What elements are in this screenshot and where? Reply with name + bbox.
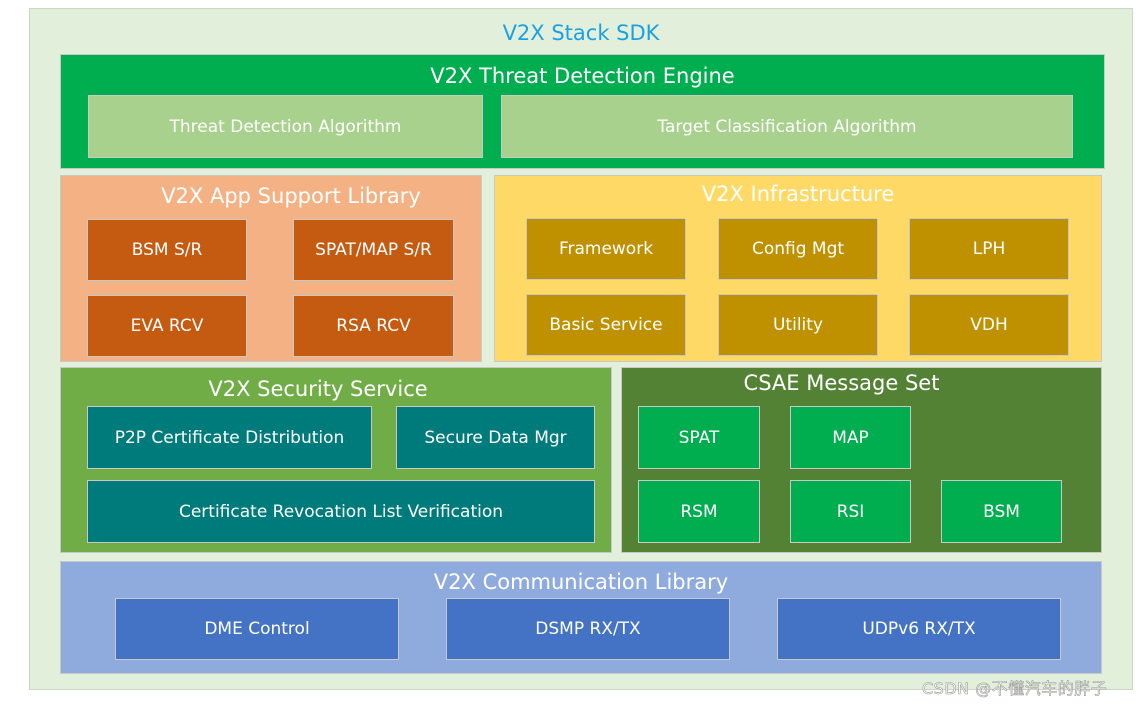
- threat-detection-algorithm-block: Threat Detection Algorithm: [88, 95, 483, 158]
- p2p-certificate-distribution-block: P2P Certificate Distribution: [87, 406, 372, 469]
- rsi-message-block: RSI: [790, 480, 911, 543]
- dsmp-rxtx-block: DSMP RX/TX: [446, 598, 730, 660]
- bsm-message-block: BSM: [941, 480, 1062, 543]
- dme-control-block: DME Control: [115, 598, 399, 660]
- infrastructure-title: V2X Infrastructure: [701, 182, 895, 206]
- framework-block: Framework: [526, 218, 686, 280]
- communication-library-title: V2X Communication Library: [433, 570, 729, 594]
- spat-map-sr-block: SPAT/MAP S/R: [293, 219, 454, 281]
- watermark: CSDN @不懂汽车的胖子: [922, 679, 1108, 699]
- security-service-title: V2X Security Service: [208, 377, 428, 401]
- rsm-message-block: RSM: [638, 480, 760, 543]
- app-support-library-title: V2X App Support Library: [161, 184, 421, 208]
- config-mgt-block: Config Mgt: [718, 218, 878, 280]
- csae-message-set-title: CSAE Message Set: [743, 371, 940, 395]
- csae-message-set-panel: CSAE Message Set SPAT MAP RSM RSI BSM: [621, 367, 1102, 553]
- spat-message-block: SPAT: [638, 406, 760, 469]
- communication-library-panel: V2X Communication Library DME Control DS…: [60, 561, 1102, 674]
- target-classification-algorithm-block: Target Classification Algorithm: [501, 95, 1073, 158]
- rsa-rcv-block: RSA RCV: [293, 295, 454, 357]
- bsm-sr-block: BSM S/R: [87, 219, 247, 281]
- secure-data-mgr-block: Secure Data Mgr: [396, 406, 595, 469]
- vdh-block: VDH: [909, 294, 1069, 356]
- threat-detection-engine-title: V2X Threat Detection Engine: [430, 64, 735, 88]
- certificate-revocation-list-verification-block: Certificate Revocation List Verification: [87, 480, 595, 543]
- basic-service-block: Basic Service: [526, 294, 686, 356]
- threat-detection-engine-panel: V2X Threat Detection Engine Threat Detec…: [60, 54, 1105, 169]
- security-service-panel: V2X Security Service P2P Certificate Dis…: [60, 367, 612, 553]
- lph-block: LPH: [909, 218, 1069, 280]
- infrastructure-panel: V2X Infrastructure Framework Config Mgt …: [494, 175, 1102, 362]
- utility-block: Utility: [718, 294, 878, 356]
- udpv6-rxtx-block: UDPv6 RX/TX: [777, 598, 1061, 660]
- app-support-library-panel: V2X App Support Library BSM S/R SPAT/MAP…: [60, 175, 482, 362]
- eva-rcv-block: EVA RCV: [87, 295, 247, 357]
- map-message-block: MAP: [790, 406, 911, 469]
- sdk-title: V2X Stack SDK: [502, 21, 660, 45]
